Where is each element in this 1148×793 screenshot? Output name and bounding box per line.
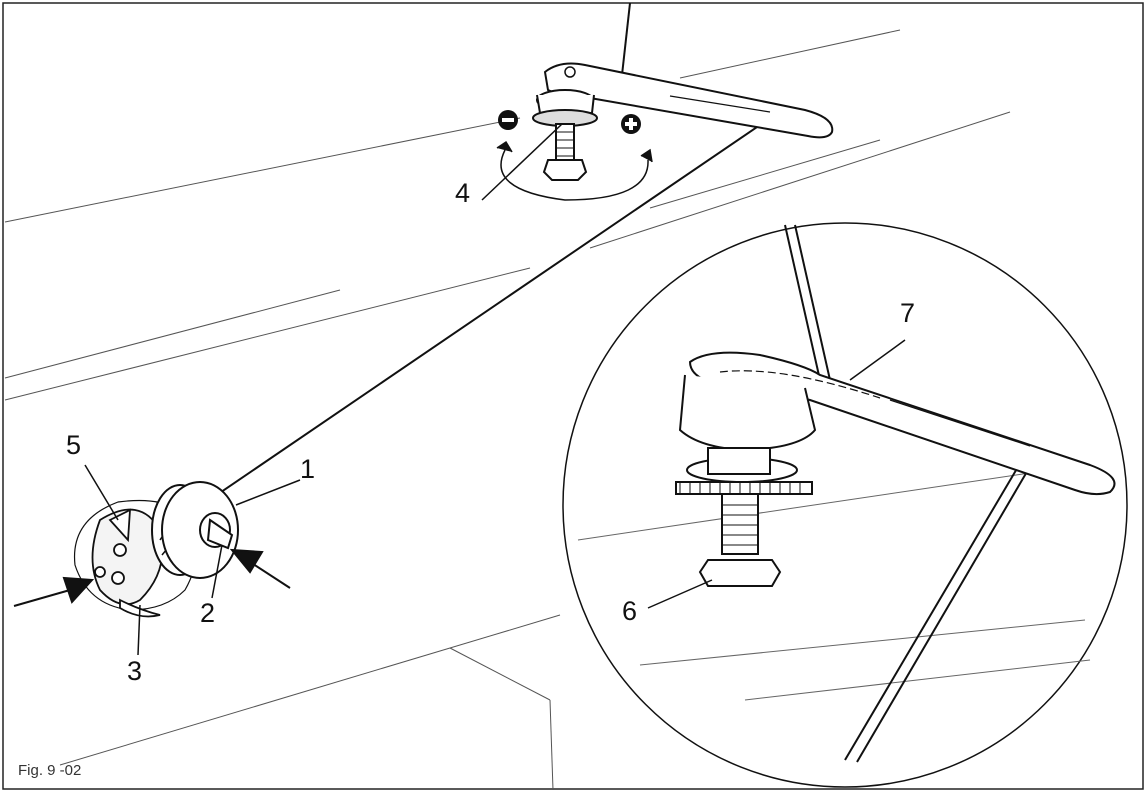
detail-tension-arm — [675, 351, 1116, 587]
bobbin-thread — [179, 124, 761, 521]
machine-bed-lines — [4, 29, 1011, 791]
detail-background-lines — [577, 469, 1091, 701]
leader-lines-detail — [647, 339, 906, 609]
plus-sign-icon — [621, 114, 641, 134]
leader-adjust-nut — [481, 123, 563, 201]
adjust-direction-indicator — [496, 140, 653, 201]
upper-thread — [621, 2, 631, 76]
pointer-arrows — [13, 548, 291, 607]
leader-lines-bobbin — [84, 464, 301, 656]
minus-sign-icon — [498, 110, 518, 130]
tension-arm — [532, 62, 834, 181]
detail-thread — [784, 224, 1036, 763]
label-thread-guide: 7 — [900, 298, 916, 328]
figure-caption: Fig. 9 -02 — [18, 762, 82, 779]
label-latch: 5 — [66, 430, 82, 460]
bobbin — [151, 481, 239, 579]
label-bobbin: 1 — [300, 454, 316, 484]
label-adjust-nut: 4 — [455, 178, 471, 208]
label-bobbin-spindle: 2 — [200, 598, 216, 628]
detail-circle — [562, 222, 1128, 788]
label-hook: 3 — [127, 656, 143, 686]
label-lock-nut: 6 — [622, 596, 638, 626]
